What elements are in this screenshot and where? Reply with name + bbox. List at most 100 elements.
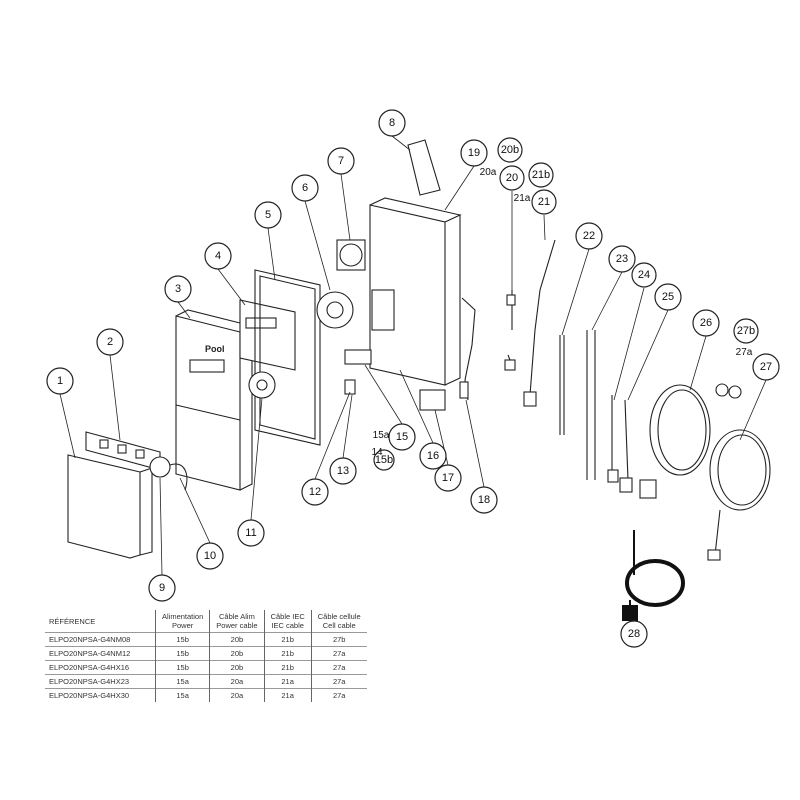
svg-text:11: 11: [245, 527, 256, 539]
table-cell: 27b: [310, 632, 367, 647]
table-cell: ELPO20NPSA-G4HX30: [45, 688, 156, 702]
callout-1[interactable]: 1: [46, 367, 74, 395]
callout-4[interactable]: 4: [204, 242, 232, 270]
table-cell: 15a: [154, 674, 210, 689]
label-15a: 15a: [373, 430, 390, 441]
table-cell: 20b: [209, 646, 265, 661]
header-reference: RÉFÉRENCE: [49, 616, 96, 626]
svg-text:21b: 21b: [532, 169, 550, 181]
callout-12[interactable]: 12: [301, 478, 329, 506]
callout-10[interactable]: 10: [196, 542, 224, 570]
callout-11[interactable]: 11: [237, 519, 265, 547]
callout-27b[interactable]: 27b: [733, 318, 759, 344]
callout-5[interactable]: 5: [254, 201, 282, 229]
svg-text:15b: 15b: [375, 454, 393, 466]
table-cell: 21b: [263, 646, 312, 661]
svg-text:4: 4: [215, 250, 221, 262]
callout-3[interactable]: 3: [164, 275, 192, 303]
svg-text:10: 10: [204, 550, 216, 562]
table-cell: 21a: [263, 688, 312, 702]
table-cell: 27a: [310, 674, 367, 689]
part-22-ribbon-cable: [559, 335, 565, 435]
part-10-cable-gland: [149, 456, 188, 491]
table-cell: ELPO20NPSA-G4HX16: [45, 660, 156, 675]
table-cell: 15b: [154, 632, 210, 647]
table-cell: 15a: [154, 688, 210, 702]
svg-text:24: 24: [638, 269, 650, 281]
part-20-power-cable: [504, 290, 516, 371]
callout-25[interactable]: 25: [654, 283, 682, 311]
svg-text:12: 12: [309, 486, 321, 498]
part-6-pump: [316, 291, 354, 329]
part-1-front-cover: [67, 454, 153, 559]
table-cell: ELPO20NPSA-G4NM12: [45, 646, 156, 661]
svg-text:28: 28: [628, 628, 640, 640]
label-21a: 21a: [514, 193, 531, 204]
callout-26[interactable]: 26: [692, 309, 720, 337]
callout-15[interactable]: 15: [388, 423, 416, 451]
svg-text:1: 1: [57, 375, 63, 387]
callout-6[interactable]: 6: [291, 174, 319, 202]
table-cell: ELPO20NPSA-G4HX23: [45, 674, 156, 689]
svg-text:16: 16: [427, 450, 439, 462]
part-7-fan: [336, 239, 366, 271]
callout-13[interactable]: 13: [329, 457, 357, 485]
callout-28[interactable]: 28: [620, 620, 648, 648]
part-26-power-cord: [639, 384, 711, 499]
svg-text:15: 15: [396, 431, 408, 443]
callout-21b[interactable]: 21b: [528, 162, 554, 188]
svg-text:5: 5: [265, 209, 271, 221]
part-21-iec-cable: [523, 239, 556, 407]
part-25-sensor-cable: [619, 399, 633, 493]
callout-18[interactable]: 18: [470, 486, 498, 514]
callout-8[interactable]: 8: [378, 109, 406, 137]
callout-20[interactable]: 20: [499, 165, 525, 191]
svg-text:13: 13: [337, 465, 349, 477]
callout-24[interactable]: 24: [631, 262, 657, 288]
svg-text:18: 18: [478, 494, 490, 506]
callout-21[interactable]: 21: [531, 189, 557, 215]
part-12-fuse: [344, 379, 356, 395]
svg-text:27: 27: [760, 361, 772, 373]
table-cell: 27a: [310, 688, 367, 702]
part-8-bracket: [407, 139, 441, 196]
table-cell: 20a: [209, 674, 265, 689]
svg-text:8: 8: [389, 117, 395, 129]
callout-23[interactable]: 23: [608, 245, 636, 273]
callout-9[interactable]: 9: [148, 574, 176, 602]
callout-27[interactable]: 27: [752, 353, 780, 381]
table-cell: 15b: [154, 660, 210, 675]
part-17-relay: [419, 389, 446, 411]
table-cell: 27a: [310, 660, 367, 675]
callout-15b[interactable]: 15b: [373, 449, 395, 471]
svg-text:20b: 20b: [501, 144, 519, 156]
callout-19[interactable]: 19: [460, 139, 488, 167]
callout-22[interactable]: 22: [575, 222, 603, 250]
callout-20b[interactable]: 20b: [497, 137, 523, 163]
svg-text:9: 9: [159, 582, 165, 594]
part-11-pressure-switch: [248, 371, 276, 399]
table-cell: 20b: [209, 632, 265, 647]
table-cell: 21b: [263, 632, 312, 647]
table-cell: 20b: [209, 660, 265, 675]
part-19-rear-enclosure: [369, 197, 462, 386]
callout-2[interactable]: 2: [96, 328, 124, 356]
table-cell: 15b: [154, 646, 210, 661]
callout-7[interactable]: 7: [327, 147, 355, 175]
callout-16[interactable]: 16: [419, 442, 447, 470]
table-cell: ELPO20NPSA-G4NM08: [45, 632, 156, 647]
svg-text:21: 21: [538, 196, 550, 208]
callout-17[interactable]: 17: [434, 464, 462, 492]
svg-text:26: 26: [700, 317, 712, 329]
svg-text:6: 6: [302, 182, 308, 194]
table-cell: 27a: [310, 646, 367, 661]
svg-text:3: 3: [175, 283, 181, 295]
